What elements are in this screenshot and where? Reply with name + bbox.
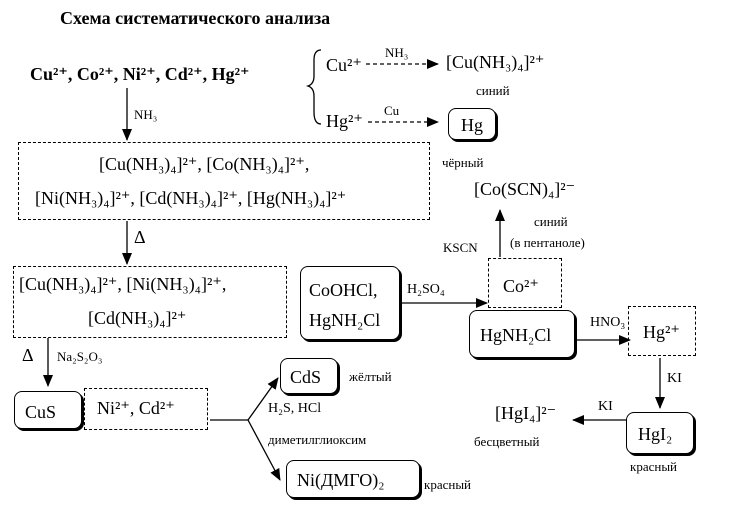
co-ion-box: Co²⁺ (488, 258, 562, 308)
kscn-label: KSCN (443, 240, 478, 255)
filtrate-box: [Cu(NH₃)₄]²⁺, [Ni(NH₃)₄]²⁺, [Cd(NH₃)₄]²⁺ (13, 266, 287, 338)
precipitate-box: CoOHCl, HgNH₂Cl (300, 266, 400, 340)
cu-ammine-product: [Cu(NH₃)₄]²⁺ (446, 52, 545, 72)
h2s-label: H₂S, HCl (268, 401, 322, 416)
cus-box: CuS (14, 391, 82, 429)
ammine-complexes-box: [Cu(NH₃)₄]²⁺, [Co(NH₃)₄]²⁺, [Ni(NH₃)₄]²⁺… (18, 142, 430, 220)
hgi4-complex: [HgI₄]²⁻ (495, 403, 557, 423)
hg-metal-box: Hg (448, 108, 496, 140)
filtrate-line1: [Cu(NH₃)₄]²⁺, [Ni(NH₃)₄]²⁺, (19, 274, 227, 294)
ni-dmg-label: Ni(ДМГО)₂ (297, 470, 385, 490)
hgi2-box: HgI₂ (626, 412, 694, 454)
co-color-label: синий (534, 214, 568, 229)
ni-cd-label: Ni²⁺, Cd²⁺ (97, 398, 175, 418)
cu-color-label: синий (476, 83, 510, 98)
hgnh2cl-box: HgNH₂Cl (469, 310, 575, 358)
hgi2-color-label: красный (630, 459, 678, 474)
hg-ion-box: Hg²⁺ (628, 306, 696, 356)
nh3-label-top: NH₃ (385, 45, 409, 60)
dmg-label: диметилглиоксим (268, 432, 367, 447)
h2so4-label: H₂SO₄ (407, 282, 445, 297)
hg-ion-label: Hg²⁺ (643, 322, 680, 342)
ki-label-down: KI (667, 371, 682, 386)
step3-delta: Δ (22, 345, 34, 365)
hg-ion: Hg²⁺ (326, 111, 363, 131)
ni-color-label: красный (424, 477, 472, 492)
precipitate-line1: CoOHCl, (309, 280, 378, 300)
cds-color-label: жёлтый (349, 369, 392, 384)
precipitate-line2: HgNH₂Cl (309, 310, 381, 330)
hg-metal-label: Hg (461, 115, 483, 135)
arrow-cds (247, 377, 279, 421)
cds-label: CdS (290, 367, 322, 387)
co-ion-label: Co²⁺ (503, 276, 539, 296)
ni-dmg-box: Ni(ДМГО)₂ (286, 460, 420, 498)
ammine-line1: [Cu(NH₃)₄]²⁺, [Co(NH₃)₄]²⁺, (99, 154, 310, 174)
start-ions: Cu²⁺, Co²⁺, Ni²⁺, Cd²⁺, Hg²⁺ (30, 64, 250, 84)
hno3-label: HNO₃ (590, 315, 626, 330)
hgi2-label: HgI₂ (638, 424, 673, 444)
cds-box: CdS (280, 358, 338, 394)
hg-color-label: чёрный (442, 155, 484, 170)
step1-reagent: NH₃ (134, 107, 158, 122)
cus-label: CuS (25, 402, 57, 422)
page-title: Схема систематического анализа (60, 8, 331, 28)
ni-cd-box: Ni²⁺, Cd²⁺ (84, 388, 208, 430)
step3-reagent: Na₂S₂O₃ (57, 349, 103, 364)
step2-reagent: Δ (134, 227, 146, 247)
arrow-ni (247, 419, 281, 481)
cu-ion: Cu²⁺ (326, 55, 362, 75)
brace (305, 49, 322, 125)
hgi4-color-label: бесцветный (474, 434, 540, 449)
filtrate-line2: [Cd(NH₃)₄]²⁺ (88, 308, 187, 328)
co-scn-product: [Co(SCN)₄]²⁻ (474, 179, 576, 199)
hgnh2cl-label: HgNH₂Cl (480, 325, 552, 345)
cu-reagent-label: Cu (384, 103, 400, 118)
ki-label-left: KI (598, 399, 613, 414)
ammine-line2: [Ni(NH₃)₄]²⁺, [Cd(NH₃)₄]²⁺, [Hg(NH₃)₄]²⁺ (35, 188, 347, 208)
co-solvent-note: (в пентаноле) (510, 235, 585, 250)
